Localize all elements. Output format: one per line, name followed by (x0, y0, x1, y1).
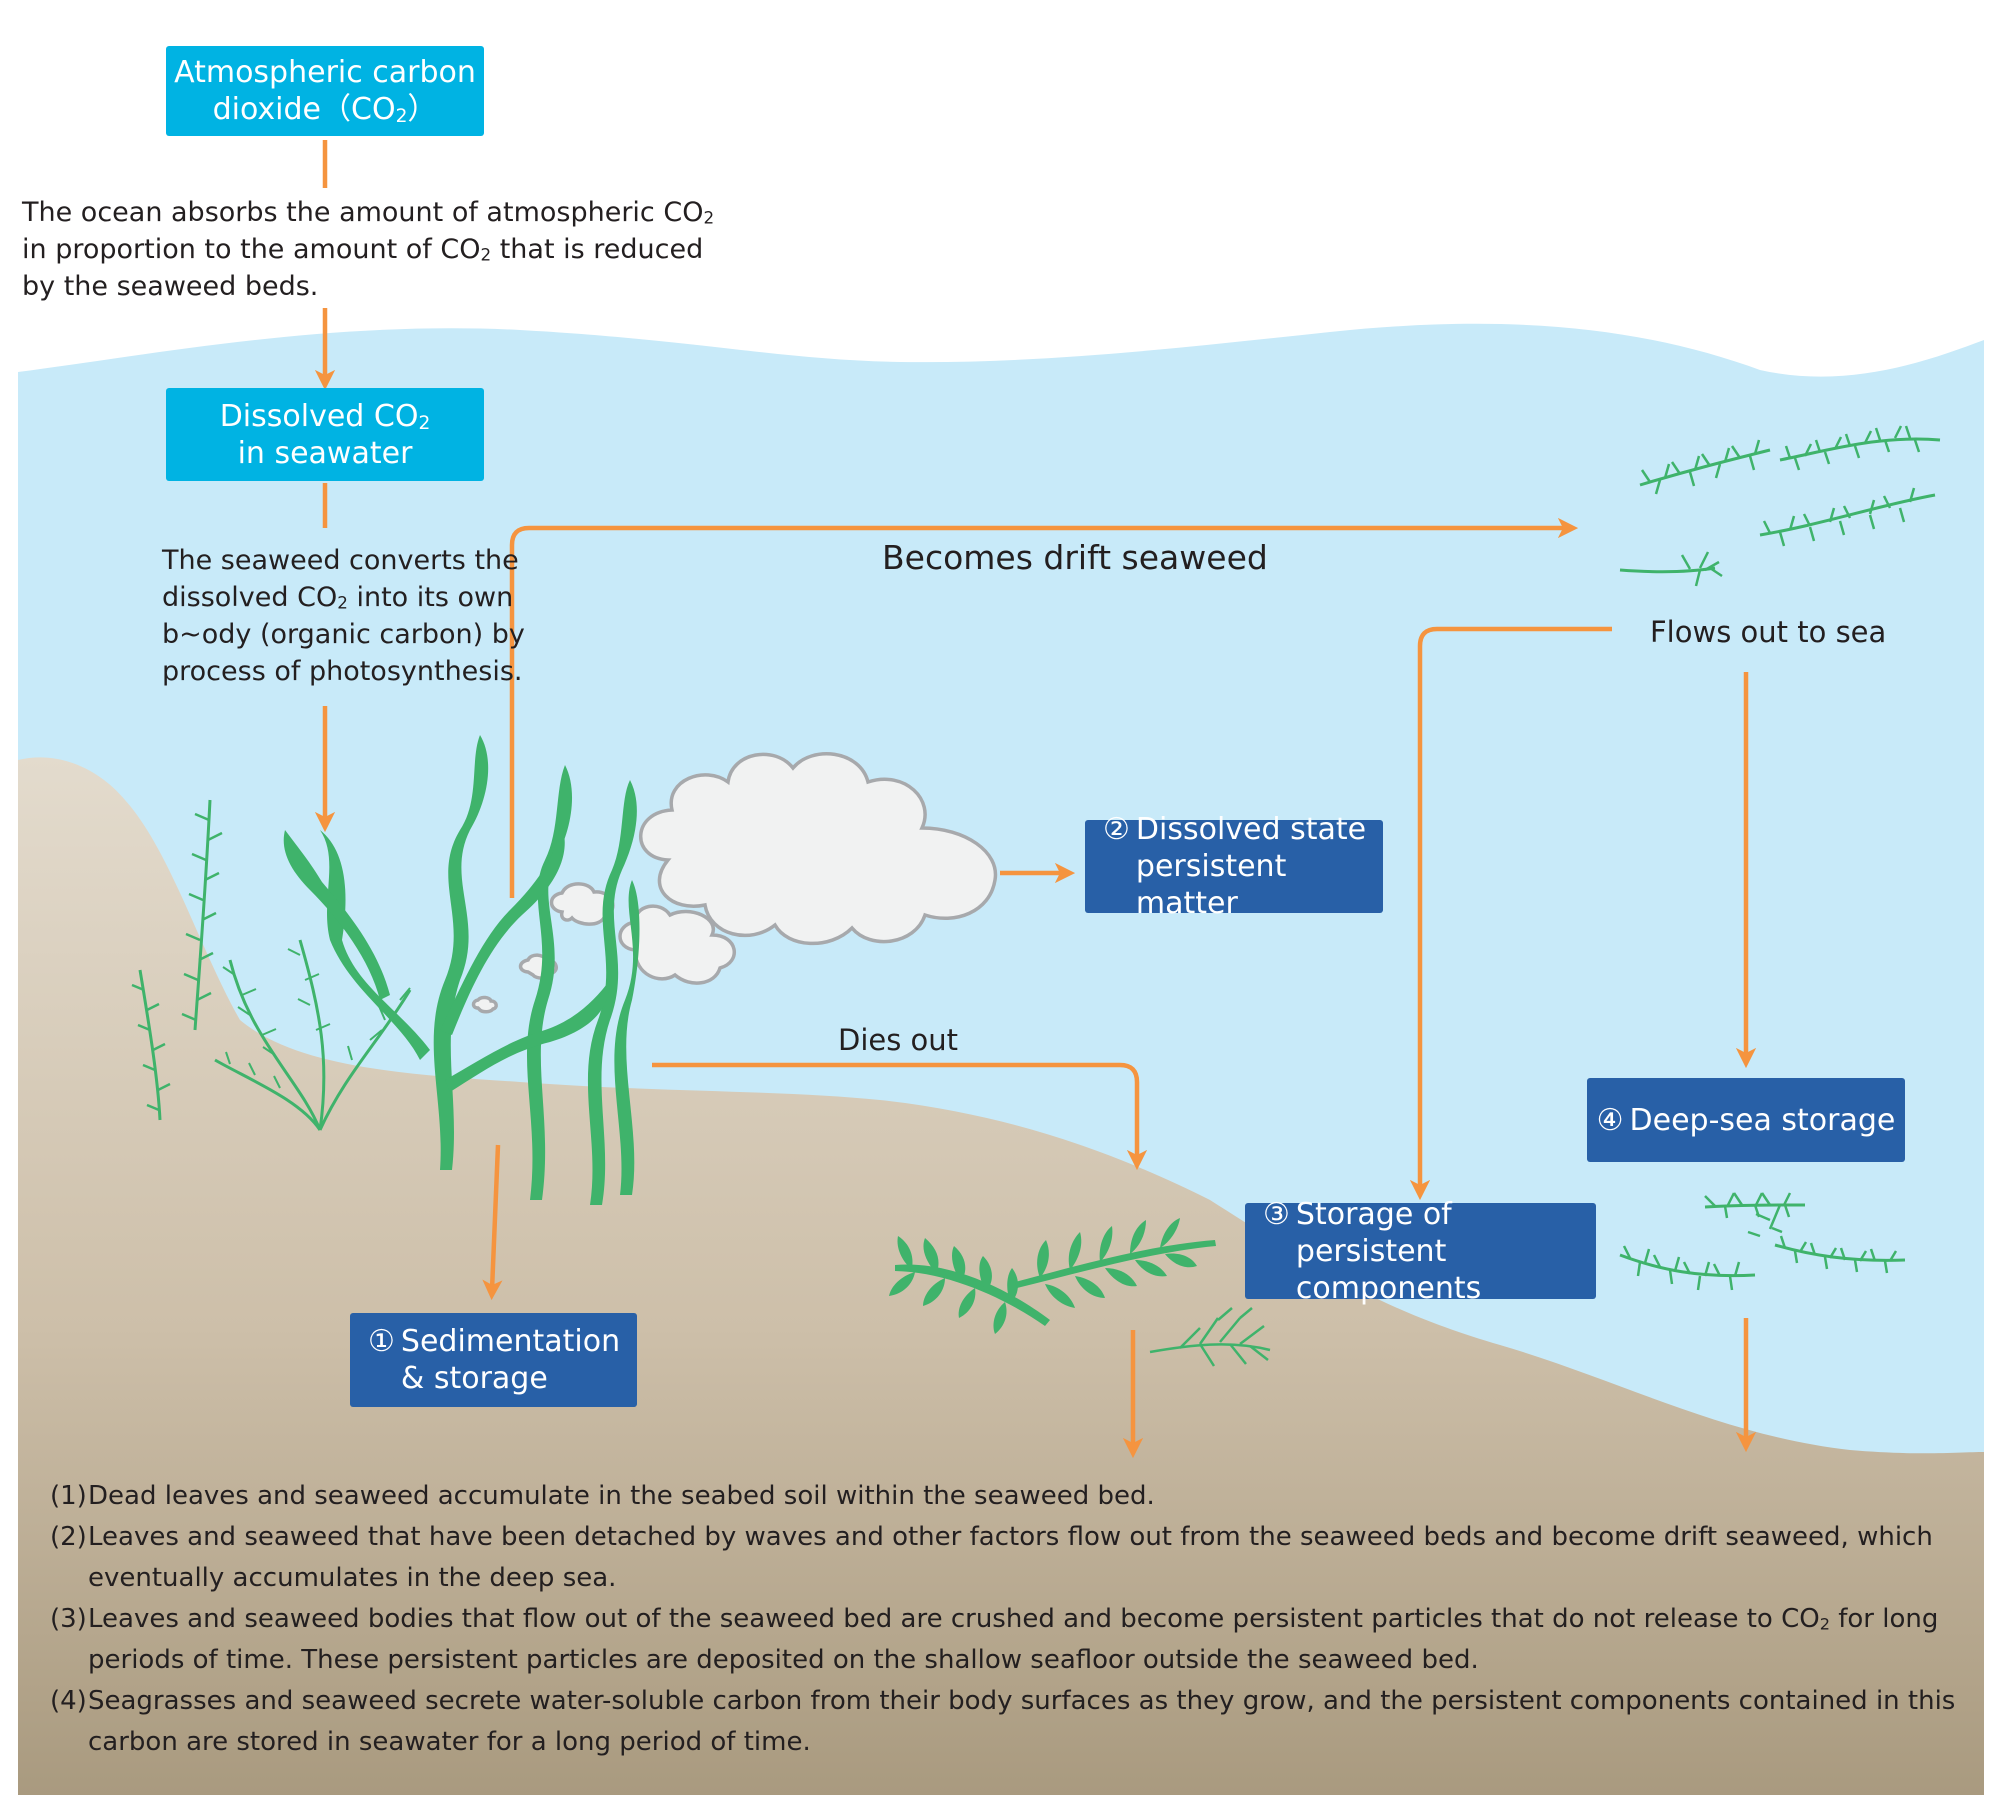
sedimentation-storage-box: ① Sedimentation & storage (350, 1313, 637, 1407)
dissolved-state-line1: Dissolved state (1135, 812, 1367, 847)
small-branch-seaweed-icon (1149, 1307, 1271, 1367)
sedimentation-num: ① (368, 1324, 395, 1359)
sedimentation-line2: & storage (400, 1361, 548, 1396)
seaweed-converts-text: The seaweed converts the dissolved CO2 i… (162, 545, 525, 687)
left-strand-stem (193, 799, 212, 1031)
storage-persistent-box: ③ Storage of persistent components (1245, 1197, 1596, 1306)
left-strand-leaves (181, 812, 223, 1022)
fallen-seaweed-icon (889, 1218, 1216, 1334)
atmospheric-box-line1: Atmospheric carbon (174, 55, 476, 90)
storage-persistent-line1: Storage of persistent (1295, 1196, 1452, 1269)
kelp-icon (283, 735, 640, 1205)
arrow-seaweed-to-sediment (482, 1144, 503, 1301)
deep-sea-line1: Deep-sea storage (1629, 1102, 1896, 1138)
arrow-drift (509, 517, 1579, 898)
ocean-absorbs-text: The ocean absorbs the amount of atmosphe… (22, 197, 715, 302)
drift-seaweed-icon (1619, 425, 1941, 587)
storage-persistent-line2: components (1295, 1270, 1482, 1306)
seaweed-bed-icon (131, 799, 412, 1131)
footnote-1: (1) Dead leaves and seaweed accumulate i… (50, 1481, 1155, 1511)
storage-persistent-num: ③ (1263, 1196, 1290, 1232)
dissolved-box-line1: Dissolved CO2 (219, 398, 431, 434)
cloud-dissolved-matter (471, 752, 998, 1014)
footnotes: (1) Dead leaves and seaweed accumulate i… (50, 1476, 1960, 1763)
becomes-drift-label: Becomes drift seaweed (882, 538, 1268, 577)
footnote-2: (2) Leaves and seaweed that have been de… (50, 1522, 1933, 1593)
dissolved-box-line2: in seawater (237, 435, 413, 471)
footnote-3: (3) Leaves and seaweed bodies that flow … (50, 1604, 1939, 1675)
atmospheric-co2-box: Atmospheric carbon dioxide（CO2） (166, 46, 484, 136)
atmospheric-box-line2: dioxide（CO2） (212, 92, 438, 127)
flows-out-label: Flows out to sea (1650, 615, 1887, 649)
deep-sea-seaweed-icon (1619, 1192, 1906, 1291)
dissolved-state-box: ② Dissolved state persistent matter (1085, 812, 1383, 921)
flow-arrows (314, 140, 1757, 1459)
dies-out-label: Dies out (838, 1023, 959, 1057)
deep-sea-num: ④ (1596, 1102, 1624, 1138)
dissolved-co2-box: Dissolved CO2 in seawater (166, 388, 484, 481)
feather-seaweed (214, 939, 412, 1131)
sedimentation-line1: Sedimentation (400, 1324, 621, 1359)
seabed (18, 757, 1984, 1795)
arrow-dies-out (652, 1062, 1148, 1171)
dissolved-state-line2: persistent matter (1135, 849, 1287, 921)
footnote-4: (4) Seagrasses and seaweed secrete water… (50, 1686, 1956, 1757)
arrow-flows-to-storage (1409, 626, 1612, 1201)
dissolved-state-num: ② (1103, 812, 1130, 847)
large-cloud-icon (639, 752, 998, 946)
dot-cloud-icon (471, 995, 498, 1014)
